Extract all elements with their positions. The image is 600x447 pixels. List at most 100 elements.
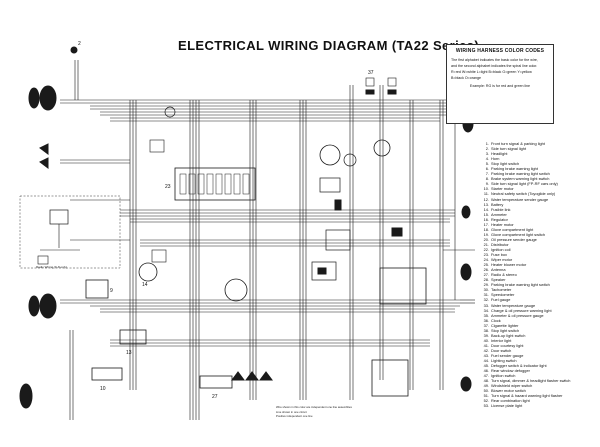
legend-item: 39.Back-up light switch xyxy=(480,333,592,338)
legend-item-label: Cigarette lighter xyxy=(491,322,519,328)
legend-item-label: Front turn signal & parking light xyxy=(491,141,545,146)
legend-item-label: Ammeter xyxy=(491,211,507,217)
legend-item-number: 1. xyxy=(485,141,489,146)
legend-item-number: 42. xyxy=(483,347,489,353)
label-fuse-box-num: 23 xyxy=(165,184,171,190)
legend-item-number: 33. xyxy=(483,302,489,308)
legend-item: 20.Oil pressure sender gauge xyxy=(480,237,592,242)
legend-item: 35.Ammeter & oil pressure gauge xyxy=(480,313,592,318)
legend-item: 12.Water temperature sender gauge xyxy=(480,197,592,202)
diagram-title: ELECTRICAL WIRING DIAGRAM (TA22 Series) xyxy=(178,38,480,53)
color-codes-title: WIRING HARNESS COLOR CODES xyxy=(455,48,545,54)
legend-item: 1.Front turn signal & parking light xyxy=(480,141,592,146)
label-alternator-num: 14 xyxy=(142,282,148,288)
bottom-harness xyxy=(90,299,460,347)
label-relay-num: 37 xyxy=(368,70,374,76)
legend-item: 46.Rear window defogger xyxy=(480,368,592,373)
legend-item: 27.Radio & stereo xyxy=(480,272,592,277)
legend-item: 26.Antenna xyxy=(480,267,592,272)
legend-item-label: Rear window defogger xyxy=(491,368,530,374)
legend-item-label: Interior light xyxy=(491,337,512,343)
legend-item-number: 40. xyxy=(483,337,489,343)
legend-item-label: Heater motor xyxy=(491,221,514,227)
clock xyxy=(224,278,248,302)
legend-item-label: Turn signal & hazard warning light flash… xyxy=(491,393,563,399)
legend-item-number: 11. xyxy=(483,191,489,197)
legend-item-label: Brake system warning light switch xyxy=(491,176,550,182)
legend-item-number: 24. xyxy=(483,257,489,263)
legend-item-number: 43. xyxy=(483,352,489,358)
left-headlight-upper xyxy=(28,85,57,111)
legend-item: 4.Horn xyxy=(480,156,592,161)
regulator xyxy=(85,279,109,299)
vertical-harness xyxy=(129,85,456,420)
legend-item: 32.Fuel gauge xyxy=(480,297,592,302)
legend-item-number: 45. xyxy=(483,363,489,369)
legend-item-label: Ignition coil xyxy=(491,246,511,252)
ignition-switch xyxy=(379,267,427,305)
right-rear-lamp-lower xyxy=(460,263,472,281)
wiring-note: Line shown in one circuit xyxy=(276,409,307,414)
legend-item-number: 49. xyxy=(483,383,489,389)
legend-item: 3.Headlight xyxy=(480,151,592,156)
legend-item: 30.Tachometer xyxy=(480,287,592,292)
legend-item-number: 7. xyxy=(485,171,489,177)
legend-item-label: Battery xyxy=(491,201,504,207)
legend-item-number: 39. xyxy=(483,332,489,338)
legend-item-label: Neutral safety switch (Toyoglide only) xyxy=(491,191,556,197)
legend-item-number: 31. xyxy=(483,292,489,298)
legend-item-number: 19. xyxy=(483,231,489,237)
legend-item: 37.Cigarette lighter xyxy=(480,323,592,328)
legend-item-number: 12. xyxy=(483,196,489,202)
legend-item: 43.Fuel sender gauge xyxy=(480,353,592,358)
legend-item-number: 28. xyxy=(483,277,489,283)
label-n2: 2 xyxy=(78,41,81,47)
legend-item-number: 4. xyxy=(485,156,489,162)
legend-item-label: Water temperature sender gauge xyxy=(491,196,549,202)
legend-item-number: 44. xyxy=(483,358,489,364)
color-codes-line: and the second alphabet indicates the sp… xyxy=(451,64,538,68)
legend-item-label: Parking brake warning light switch xyxy=(491,282,550,288)
legend-item-label: License plate light xyxy=(491,403,523,409)
legend-item-label: Side turn signal light xyxy=(491,146,527,152)
legend-item-number: 30. xyxy=(483,287,489,293)
legend-item-label: Charge & oil pressure warning light xyxy=(491,307,552,313)
legend-item-label: Water temperature gauge xyxy=(491,302,536,308)
left-front-wiring xyxy=(60,60,130,420)
legend-item: 23.Fuse box xyxy=(480,252,592,257)
legend-item-label: Regulator xyxy=(491,216,508,222)
legend-item: 9.Side turn signal light (FP-RF cars onl… xyxy=(480,181,592,186)
legend-item: 33.Water temperature gauge xyxy=(480,303,592,308)
legend-item: 24.Wiper motor xyxy=(480,257,592,262)
legend-item-label: Fuel gauge xyxy=(491,297,511,303)
color-codes-line: The first alphabet indicates the basic c… xyxy=(451,58,538,62)
legend-item-number: 26. xyxy=(483,267,489,273)
legend-item-number: 5. xyxy=(485,161,489,167)
legend-item: 49.Windshield wiper switch xyxy=(480,383,592,388)
legend-item-number: 53. xyxy=(483,403,489,409)
legend-item-number: 38. xyxy=(483,327,489,333)
legend-item-label: Stop light switch xyxy=(491,161,520,167)
legend-item-number: 29. xyxy=(483,282,489,288)
legend-item-number: 36. xyxy=(483,317,489,323)
speedometer xyxy=(319,144,341,166)
legend-item: 53.License plate light xyxy=(480,403,592,408)
legend-item-number: 6. xyxy=(485,166,489,172)
legend-item-label: Headlight xyxy=(491,151,508,157)
legend-item: 18.Glove compartment light xyxy=(480,227,592,232)
legend-item: 38.Stop light switch xyxy=(480,328,592,333)
legend-item-number: 32. xyxy=(483,297,489,303)
wiring-notes: Wire shown in this color are independent… xyxy=(276,405,386,419)
legend-item-number: 22. xyxy=(483,246,489,252)
legend-item-label: Tachometer xyxy=(491,287,512,293)
color-codes-line: B=black O=orange xyxy=(451,76,481,80)
alternator xyxy=(138,262,158,282)
legend-item-number: 23. xyxy=(483,252,489,258)
legend-item: 28.Speaker xyxy=(480,277,592,282)
radio-wiring-caption: Radio Wiring (K-8 only) xyxy=(36,265,68,269)
legend-item-label: Speedometer xyxy=(491,292,515,298)
starter-motor xyxy=(91,367,123,381)
legend-item: 16.Regulator xyxy=(480,217,592,222)
legend-item-label: Parking brake warning light xyxy=(491,166,538,172)
